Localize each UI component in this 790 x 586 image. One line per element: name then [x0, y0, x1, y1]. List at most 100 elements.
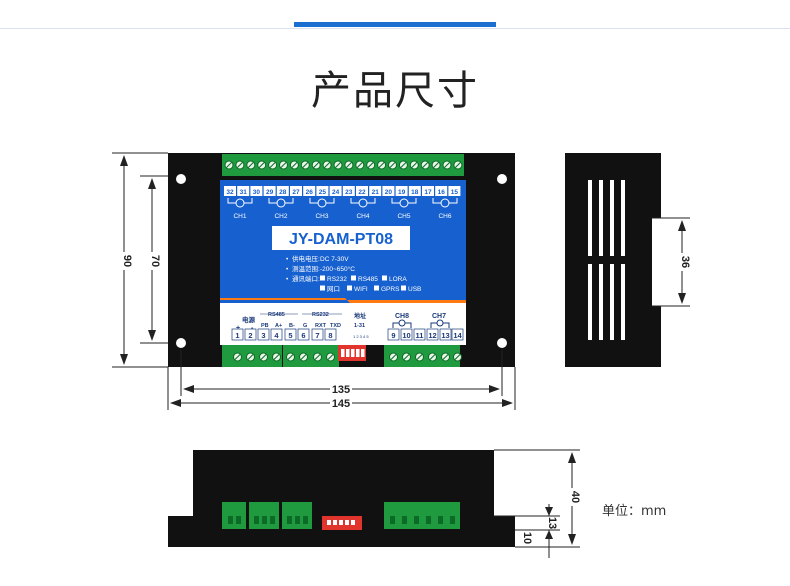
terminal-screw-slot [260, 354, 267, 360]
dim-arrows-bottom-view [545, 452, 576, 545]
top-terminal-number-box [448, 186, 461, 196]
dip-key [356, 349, 360, 357]
bottom-terminal-number-box [297, 328, 310, 341]
label-txd: TXD [330, 323, 341, 329]
bottom-terminal-number-box [244, 328, 257, 341]
dim-arrows-front-left [120, 155, 156, 365]
page-title: 产品尺寸 [311, 68, 479, 114]
terminal-screw-slot [400, 162, 407, 168]
top-terminal-number-box [237, 186, 250, 196]
bottom-view-terminal-3 [282, 502, 312, 529]
top-terminal-number-box [356, 186, 368, 196]
bottom-terminal-number-box [387, 328, 400, 341]
top-channel-label: CH6 [438, 213, 451, 220]
top-terminal-number: 31 [240, 189, 248, 196]
dip-key [346, 349, 350, 357]
bottom-terminal-number-box [231, 328, 244, 341]
label-address-range: 1-31 [354, 323, 365, 329]
top-terminal-number-box [408, 186, 421, 196]
model-name: JY-DAM-PT08 [289, 231, 393, 248]
label-rs485: RS485 [268, 312, 285, 318]
label-minus: - [251, 325, 254, 332]
dim-width-inner: 135 [332, 384, 350, 396]
top-terminal-number: 26 [306, 189, 314, 196]
top-terminal-number-box [276, 186, 289, 196]
bottom-terminal-number-box [284, 328, 297, 341]
comm-port-checkbox [320, 275, 325, 281]
mount-hole-top-right [497, 174, 507, 184]
comm-port-label: LORA [389, 276, 407, 283]
side-view-notch [652, 218, 670, 306]
dip-key [351, 349, 355, 357]
bottom-terminal-number-box [257, 328, 270, 341]
terminal-screw-slot [280, 162, 287, 168]
top-terminal-number: 24 [332, 189, 340, 196]
top-terminal-number-box [263, 186, 276, 196]
top-terminal-number-box [395, 186, 408, 196]
thermocouple-wire [391, 198, 417, 204]
bottom-terminal-block-mid [283, 345, 339, 367]
bottom-terminal-number: 13 [441, 331, 449, 340]
terminal-screw-slot [313, 162, 320, 168]
thermocouple-junction [276, 198, 286, 208]
bottom-terminal-number: 12 [428, 331, 436, 340]
label-ch8: CH8 [395, 313, 409, 320]
comm-port-label: RS232 [327, 276, 347, 283]
top-terminal-number: 18 [411, 189, 419, 196]
top-terminal-number-box [290, 186, 302, 196]
bottom-view-terminal-1 [222, 502, 246, 529]
bottom-terminal-screws [233, 352, 462, 362]
bottom-view-dip-keys [327, 520, 355, 525]
terminal-screw-slot [455, 162, 461, 168]
label-dip-numbers: 1 2 3 4 5 [353, 334, 369, 339]
bottom-terminal-number: 1 [235, 331, 239, 340]
thermocouple-junction [235, 198, 245, 208]
top-channel-label: CH2 [274, 213, 287, 220]
top-accent-bar [294, 22, 496, 27]
thermocouple-junction [358, 198, 368, 208]
dim-depth-base: 10 [521, 532, 533, 544]
comm-port-label: GPRS [381, 286, 400, 293]
label-address: 地址 [354, 312, 366, 320]
terminal-screw-slot [327, 354, 334, 360]
top-terminal-number: 29 [266, 189, 274, 196]
bottom-terminal-number: 8 [328, 331, 332, 340]
thermocouple-wire [350, 198, 376, 204]
spec-comm-label: 通讯端口: [292, 274, 320, 283]
terminal-screw-slot [429, 354, 436, 360]
unit-label: 单位：mm [602, 504, 667, 519]
bottom-terminal-number-box [426, 328, 439, 341]
dim-width-outer: 145 [332, 398, 350, 410]
comm-port-checkbox [401, 285, 406, 291]
label-power: 电源 [242, 315, 256, 324]
terminal-screw-slot [258, 162, 265, 168]
mount-hole-bottom-left [176, 338, 186, 348]
bottom-terminal-number: 6 [301, 331, 305, 340]
top-terminal-strip [222, 154, 464, 176]
comm-port-label: USB [408, 286, 421, 293]
thermocouple-wire [430, 322, 450, 328]
terminal-screw-slot [367, 162, 374, 168]
top-terminal-number: 17 [424, 189, 432, 196]
svg-text:•: • [286, 266, 289, 273]
side-vent-slots [588, 180, 625, 340]
comm-port-checkbox [374, 285, 379, 291]
terminal-screw-slot [433, 162, 439, 168]
bottom-view-terminal-slots [228, 516, 455, 524]
label-rs232: RS232 [312, 312, 329, 318]
terminal-screw-slot [390, 354, 397, 360]
top-terminal-number-box [329, 186, 342, 196]
bottom-view-terminal-2 [249, 502, 279, 529]
terminal-screw-slot [346, 162, 352, 168]
bottom-view-terminal-4 [384, 502, 460, 529]
top-terminal-number: 19 [398, 189, 406, 196]
bottom-terminal-number: 9 [391, 331, 395, 340]
label-a-plus: A+ [275, 323, 282, 329]
label-g: G [303, 323, 307, 329]
terminal-screw-slot [273, 354, 280, 360]
label-ch7: CH7 [432, 313, 446, 320]
